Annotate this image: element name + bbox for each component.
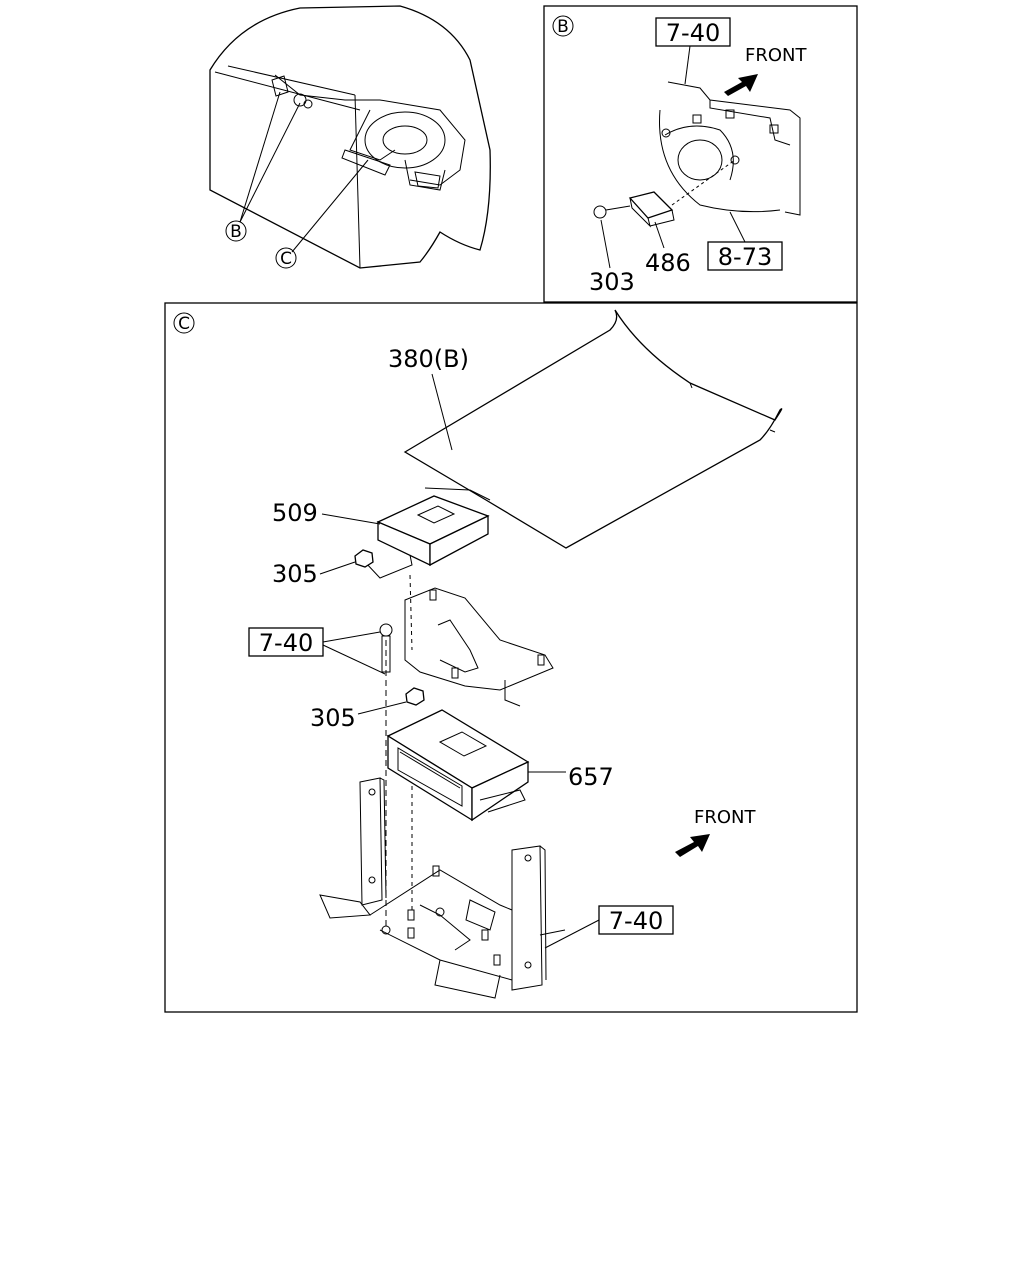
detail-c-part-305-upper: 305 [272, 560, 318, 588]
detail-c-ref-left: 7-40 [259, 629, 313, 657]
detail-b-panel: B 7-40 FRONT 486 303 8-73 [543, 5, 858, 303]
detail-b-part-303: 303 [589, 268, 635, 296]
detail-c-front-arrow [675, 834, 710, 857]
detail-c-marker: C [178, 314, 190, 334]
detail-b-front-arrow [724, 74, 758, 96]
detail-c-part-305-lower: 305 [310, 704, 356, 732]
detail-c-ref-bottom: 7-40 [609, 907, 663, 935]
part-509-module [364, 487, 491, 579]
overview-callout-c: C [280, 249, 292, 269]
detail-b-ref-bottom: 8-73 [718, 243, 772, 271]
detail-c-part-380b: 380(B) [388, 345, 469, 373]
detail-c-front-label: FRONT [694, 807, 756, 828]
overview-callout-b: B [230, 222, 242, 242]
detail-b-part-486: 486 [645, 249, 691, 277]
part-657-module [386, 709, 530, 822]
detail-b-marker: B [557, 17, 569, 37]
lower-frame [319, 777, 566, 999]
detail-b-ref-top: 7-40 [666, 19, 720, 47]
overview-illustration: B C [209, 5, 491, 269]
upper-bracket [404, 587, 554, 707]
detail-c-panel: C 380(B) 509 305 [164, 302, 858, 1013]
detail-c-part-657: 657 [568, 763, 614, 791]
detail-c-part-509: 509 [272, 499, 318, 527]
part-380b-sheet [403, 309, 783, 549]
detail-b-front-label: FRONT [745, 45, 807, 66]
